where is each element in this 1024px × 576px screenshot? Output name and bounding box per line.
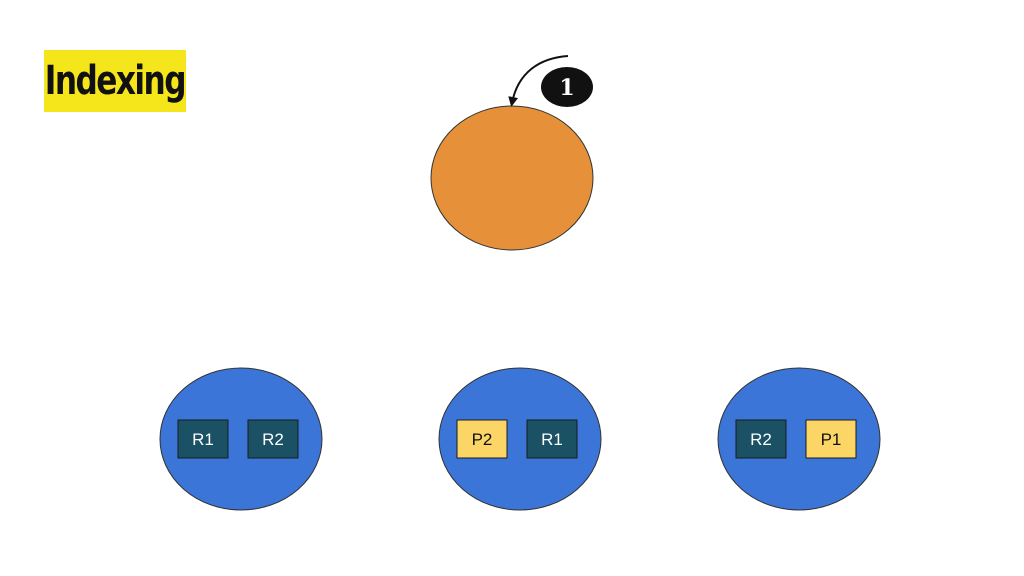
shard-label: R1 [192, 430, 214, 449]
shard-label: R1 [541, 430, 563, 449]
step-badge-number: 1 [559, 75, 574, 101]
request-arrow [508, 55, 569, 107]
data-node-2[interactable] [438, 367, 602, 511]
replica-shard-r2 [247, 419, 299, 459]
data-node-1[interactable] [159, 367, 323, 511]
coordinator-node[interactable] [430, 105, 594, 251]
shard-label: P1 [821, 430, 842, 449]
data-nodes-group: R1 R2 P2 R1 R2 P1 [159, 367, 881, 511]
primary-shard-p2 [456, 419, 508, 459]
slide-title: Indexing [44, 58, 187, 104]
title-highlight: Indexing [44, 50, 187, 112]
replica-shard-r1 [526, 419, 578, 459]
data-node-3[interactable] [717, 367, 881, 511]
primary-shard-p1 [805, 419, 857, 459]
shard-label: P2 [472, 430, 493, 449]
replica-shard-r2 [735, 419, 787, 459]
replica-shard-r1 [177, 419, 229, 459]
shard-label: R2 [262, 430, 284, 449]
step-badge [541, 67, 593, 107]
shard-label: R2 [750, 430, 772, 449]
